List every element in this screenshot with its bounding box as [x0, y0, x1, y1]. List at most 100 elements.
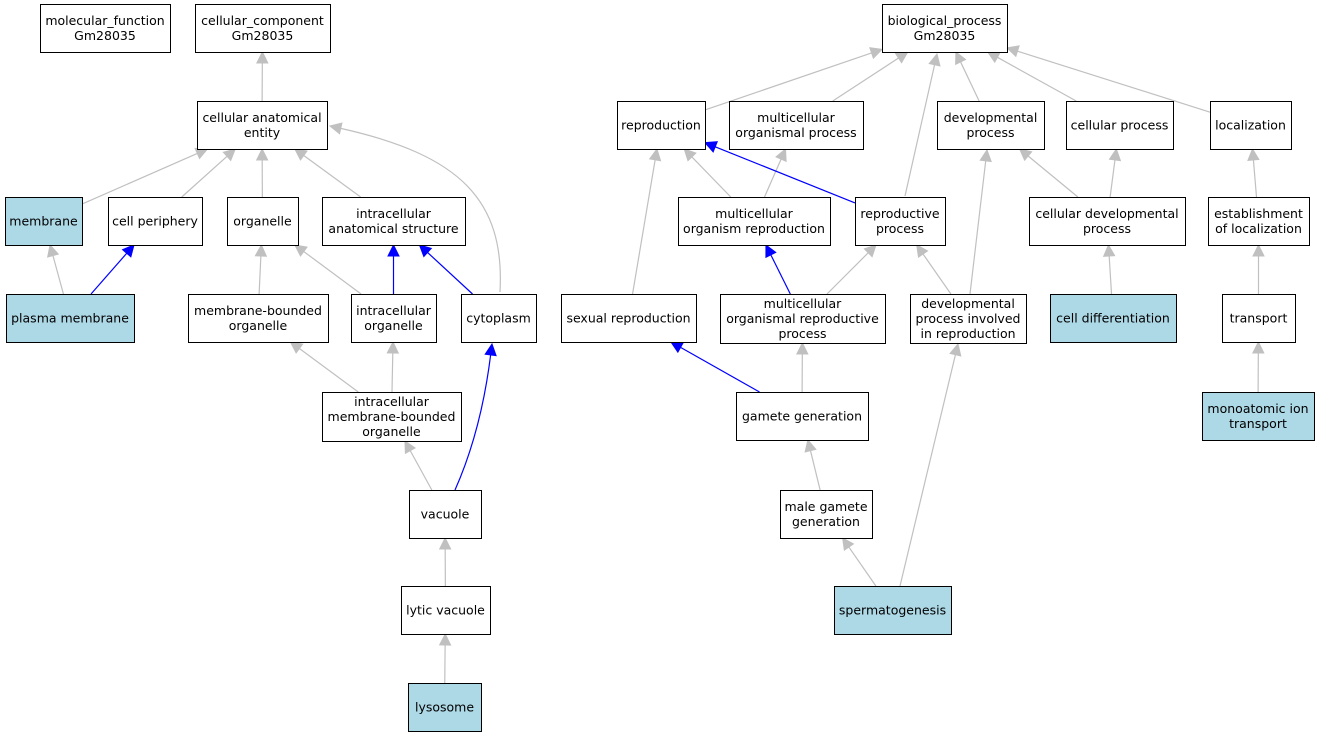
node-label-line: cellular_component: [201, 13, 324, 28]
edge-arrowhead: [1252, 243, 1265, 257]
node-label-line: Gm28035: [914, 28, 976, 43]
node-box: [40, 4, 171, 53]
edge-line: [303, 155, 361, 198]
edge-arrowhead: [121, 244, 135, 258]
edge-arrowhead: [775, 147, 787, 163]
node-cellper[interactable]: cell periphery: [108, 197, 203, 246]
node-label-line: vacuole: [421, 507, 470, 522]
node-membrane[interactable]: membrane: [5, 197, 83, 246]
edge-arrowhead: [255, 147, 269, 161]
node-label-line: monoatomic ion: [1207, 401, 1308, 416]
node-label-line: establishment: [1214, 206, 1303, 221]
node-label-line: organismal process: [735, 125, 856, 140]
node-transport[interactable]: transport: [1222, 294, 1296, 343]
node-box: [910, 294, 1027, 344]
edge-imbo-to-io: [386, 340, 400, 393]
edge-arrowhead: [949, 342, 962, 357]
edge-arrowhead: [670, 341, 685, 354]
node-label-line: organism reproduction: [683, 221, 825, 236]
node-box: [1222, 294, 1296, 343]
edge-cdp-to-cellp: [1108, 147, 1122, 198]
node-organelle[interactable]: organelle: [227, 197, 299, 246]
edge-arrowhead: [955, 50, 967, 66]
node-label-line: multicellular: [764, 296, 843, 311]
edge-line: [680, 346, 760, 393]
node-lv[interactable]: lytic vacuole: [401, 586, 491, 635]
edge-devp-to-bp: [955, 50, 980, 102]
node-label-line: reproductive: [860, 206, 940, 221]
edge-arrowhead: [438, 632, 452, 646]
node-box: [197, 101, 328, 150]
node-box: [1029, 197, 1186, 246]
node-box: [855, 197, 946, 246]
node-loc[interactable]: localization: [1210, 101, 1292, 150]
node-label-line: process: [1083, 221, 1131, 236]
edge-pm-to-membrane: [47, 243, 65, 295]
edge-arrowhead: [928, 52, 941, 67]
edge-dpir-to-devp: [969, 148, 992, 295]
node-gg[interactable]: gamete generation: [736, 392, 869, 441]
edge-sr-to-repro: [631, 147, 662, 295]
edge-line: [1109, 159, 1116, 198]
node-label-line: cell differentiation: [1056, 311, 1170, 326]
node-label-line: process involved: [916, 311, 1021, 326]
node-label-line: cytoplasm: [466, 311, 531, 326]
edge-line: [299, 348, 359, 393]
node-cyto[interactable]: cytoplasm: [461, 294, 537, 343]
edge-mit-to-transport: [1252, 340, 1265, 393]
edge-line: [90, 252, 128, 295]
node-label-line: developmental: [944, 110, 1038, 125]
edge-line: [427, 252, 473, 295]
node-sr[interactable]: sexual reproduction: [561, 294, 697, 343]
edge-line: [997, 56, 1077, 102]
node-pm[interactable]: plasma membrane: [6, 294, 135, 343]
edge-membrane-to-cae: [81, 147, 209, 205]
node-cellp[interactable]: cellular process: [1066, 101, 1174, 150]
edge-loc-to-bp: [1005, 45, 1211, 113]
node-cd[interactable]: cell differentiation: [1050, 294, 1177, 343]
node-label-line: process: [966, 125, 1014, 140]
node-sperm[interactable]: spermatogenesis: [834, 586, 952, 635]
node-box: [561, 294, 697, 343]
node-label-line: molecular_function: [45, 13, 164, 28]
edge-morp-to-mor: [765, 243, 791, 295]
edge-line: [770, 254, 791, 295]
node-lys[interactable]: lysosome: [408, 683, 482, 732]
node-repro[interactable]: reproduction: [617, 101, 706, 150]
edge-vac-to-cyto: [454, 342, 497, 491]
edge-line: [904, 64, 936, 197]
edge-arrowhead: [648, 147, 662, 162]
edge-arrowhead: [703, 141, 719, 153]
edge-arrowhead: [863, 244, 877, 258]
edge-arrowhead: [1247, 147, 1260, 161]
node-box: [1202, 392, 1315, 441]
node-label-line: multicellular: [715, 206, 794, 221]
node-label-line: cell periphery: [112, 214, 198, 229]
node-label-line: intracellular: [356, 303, 432, 318]
edge-arrowhead: [328, 122, 343, 135]
edge-rp-to-bp: [904, 52, 941, 197]
node-box: [6, 294, 135, 343]
edge-sperm-to-dpir: [899, 342, 962, 587]
edge-line: [969, 160, 987, 295]
node-vac[interactable]: vacuole: [409, 490, 482, 539]
edge-line: [258, 255, 262, 295]
